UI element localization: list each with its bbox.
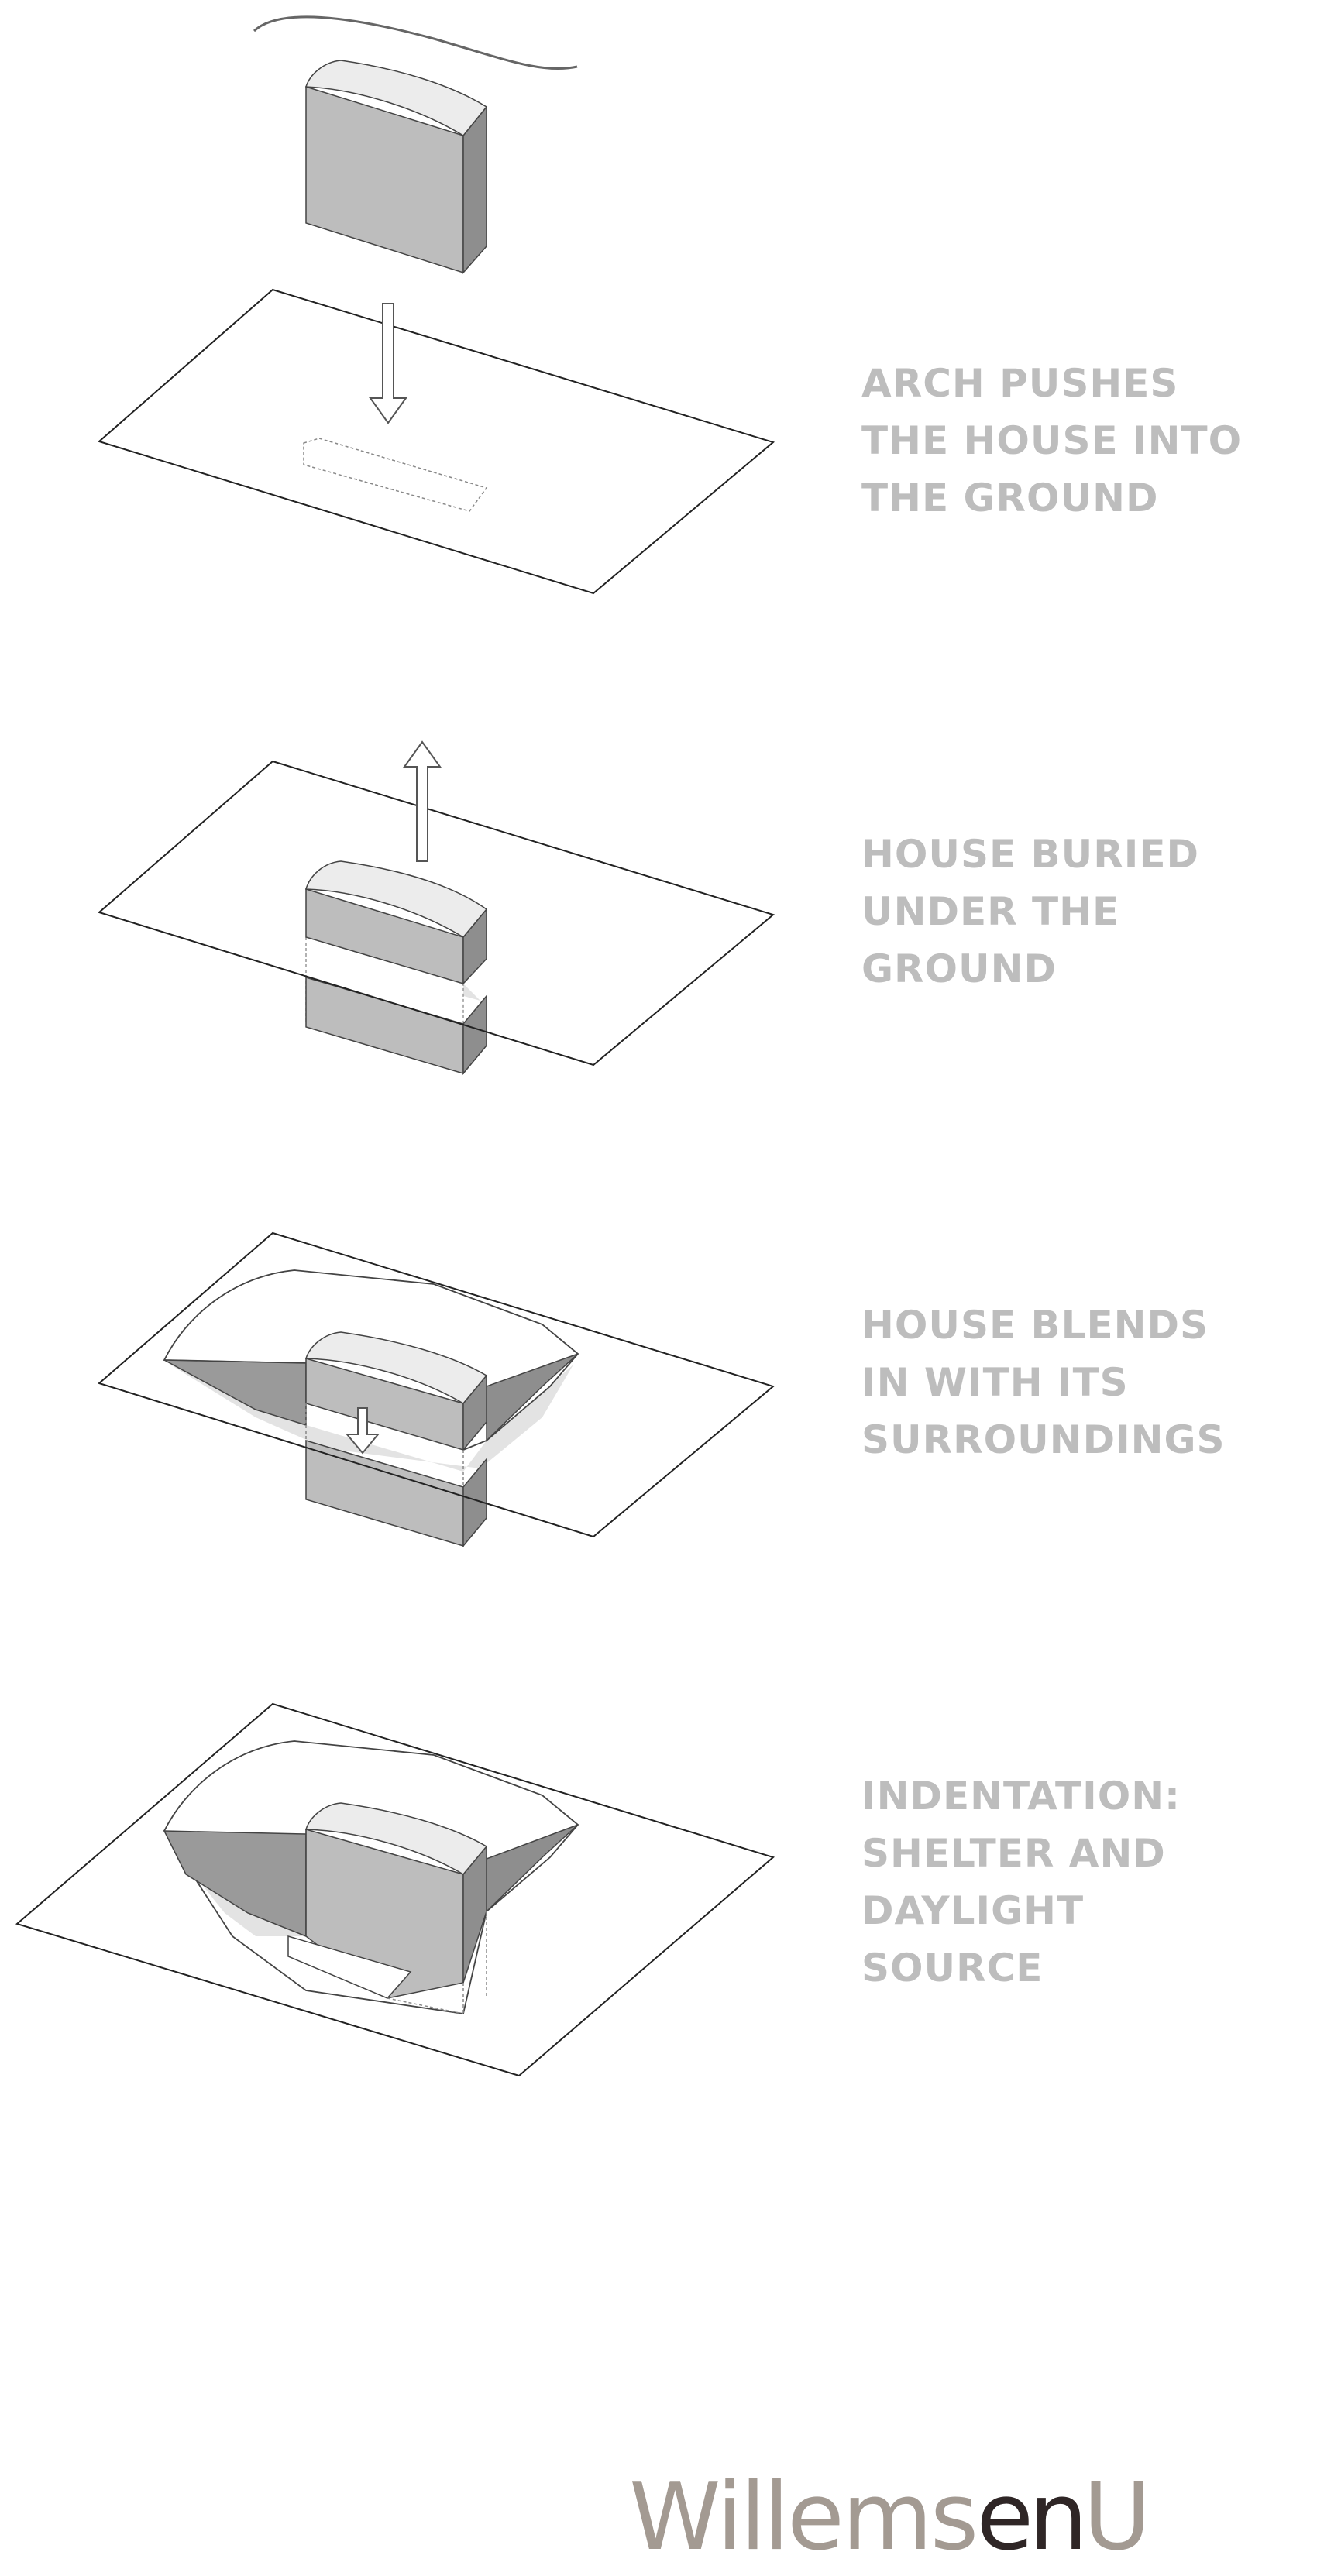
caption-line: SOURCE xyxy=(861,1946,1044,1990)
caption-line: GROUND xyxy=(861,946,1057,991)
logo-word-en: en xyxy=(976,2464,1088,2571)
step-3-caption: HOUSE BLENDS IN WITH ITS SURROUNDINGS xyxy=(861,1297,1295,1468)
logo-word-willems: Willems xyxy=(629,2464,978,2571)
ground-plane-1 xyxy=(97,288,775,595)
ground-plane-4 xyxy=(15,1702,775,2077)
caption-line: SURROUNDINGS xyxy=(861,1417,1226,1462)
down-arrow-small-icon xyxy=(345,1407,380,1455)
ground-plane-2 xyxy=(97,760,775,1066)
caption-line: THE HOUSE INTO xyxy=(861,418,1243,463)
down-arrow-icon xyxy=(369,303,407,424)
caption-line: INDENTATION: xyxy=(861,1774,1181,1819)
step-1-illustration xyxy=(97,15,775,595)
caption-line: IN WITH ITS xyxy=(861,1360,1129,1405)
step-2-caption: HOUSE BURIED UNDER THE GROUND xyxy=(861,826,1295,998)
caption-line: SHELTER AND xyxy=(861,1831,1166,1876)
caption-line: UNDER THE xyxy=(861,889,1120,934)
step-3-illustration xyxy=(97,1231,775,1548)
step-2-illustration xyxy=(97,740,775,1076)
caption-line: HOUSE BURIED xyxy=(861,832,1199,877)
caption-line: ARCH PUSHES xyxy=(861,361,1179,406)
caption-line: DAYLIGHT xyxy=(861,1888,1085,1933)
arch-curve xyxy=(253,15,578,70)
brand-logo: WillemsenU xyxy=(629,2468,1311,2568)
footprint-outline xyxy=(303,438,488,512)
step-4-illustration xyxy=(15,1702,775,2077)
ground-plane-3 xyxy=(97,1231,775,1538)
house-block-floating xyxy=(304,60,488,274)
up-arrow-icon xyxy=(403,740,442,862)
step-1-caption: ARCH PUSHES THE HOUSE INTO THE GROUND xyxy=(861,355,1295,527)
step-4-caption: INDENTATION: SHELTER AND DAYLIGHT SOURCE xyxy=(861,1767,1295,1997)
caption-line: HOUSE BLENDS xyxy=(861,1303,1209,1348)
caption-line: THE GROUND xyxy=(861,476,1159,520)
logo-word-u: U xyxy=(1083,2464,1151,2571)
